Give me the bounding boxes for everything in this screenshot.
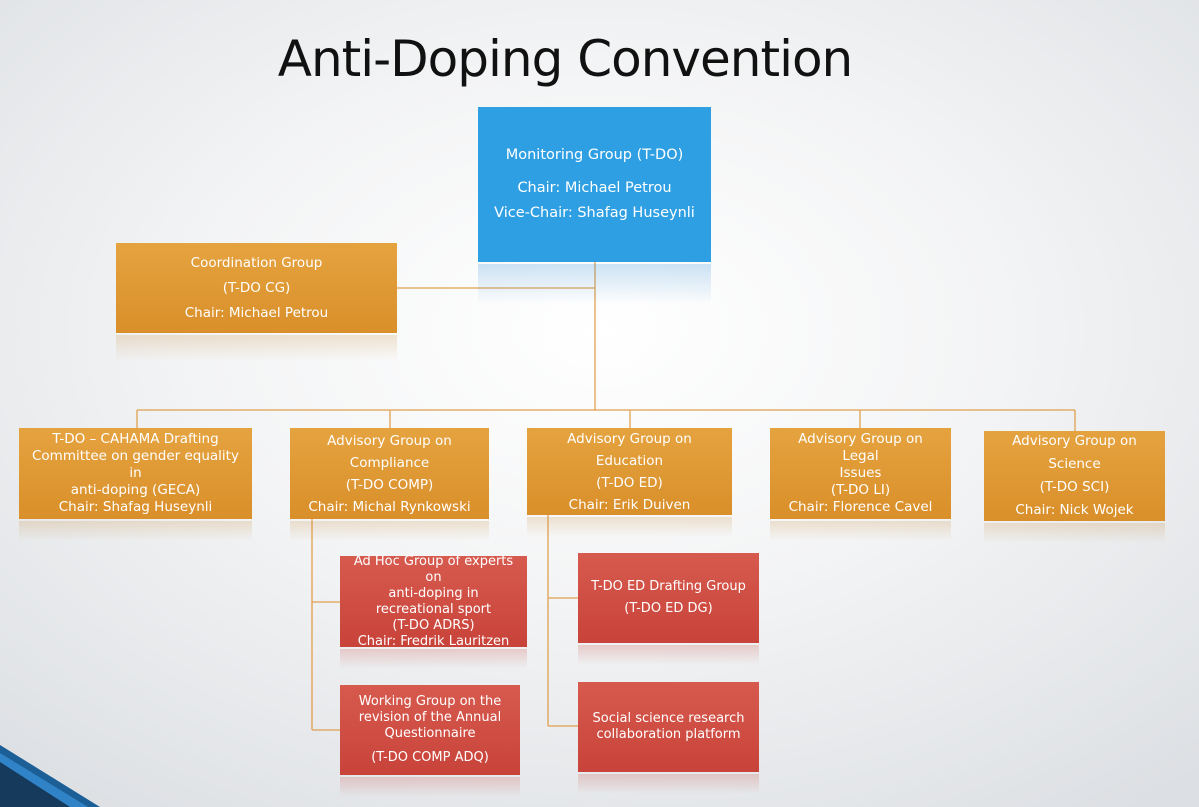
- education-reflection: [527, 517, 732, 537]
- adrs-group-line: recreational sport: [375, 601, 492, 617]
- coordination-group-chair: Chair: Michael Petrou: [184, 304, 329, 321]
- science-group-code: (T-DO SCI): [1039, 479, 1110, 495]
- legal-group-name: Issues: [839, 465, 882, 481]
- monitoring-reflection: [478, 264, 711, 304]
- legal-group-name: Advisory Group on Legal: [798, 431, 923, 464]
- adrs-group-line: Ad Hoc Group of experts on: [353, 553, 514, 585]
- geca-group-line: T-DO – CAHAMA Drafting: [52, 431, 219, 447]
- monitoring-group-box: Monitoring Group (T-DO) Chair: Michael P…: [478, 107, 711, 262]
- education-group-name: Advisory Group on Education: [567, 430, 692, 469]
- research-platform-reflection: [578, 774, 759, 794]
- research-platform-box: Social science research collaboration pl…: [578, 682, 759, 772]
- legal-reflection: [770, 521, 951, 541]
- monitoring-group-name: Monitoring Group (T-DO): [505, 147, 684, 163]
- coordination-group-box: Coordination Group (T-DO CG) Chair: Mich…: [116, 243, 397, 333]
- geca-group-box: T-DO – CAHAMA Drafting Committee on gend…: [19, 428, 252, 519]
- compliance-group-name: Advisory Group on Compliance: [327, 432, 452, 471]
- science-group-name: Advisory Group on Science: [1012, 433, 1137, 472]
- adrs-reflection: [340, 649, 527, 669]
- research-platform-line: Social science research: [592, 711, 745, 726]
- adq-group-line: revision of the Annual: [358, 710, 502, 725]
- adq-group-line: Working Group on the: [358, 694, 502, 709]
- compliance-group-box: Advisory Group on Compliance (T-DO COMP)…: [290, 428, 489, 519]
- ed-dg-group-box: T-DO ED Drafting Group (T-DO ED DG): [578, 553, 759, 643]
- compliance-reflection: [290, 521, 489, 541]
- compliance-group-chair: Chair: Michal Rynkowski: [308, 498, 471, 515]
- monitoring-group-vice-chair: Vice-Chair: Shafag Huseynli: [494, 205, 695, 221]
- geca-group-chair: Chair: Shafag Huseynli: [58, 499, 213, 515]
- ed-dg-reflection: [578, 645, 759, 665]
- coordination-group-name: Coordination Group: [190, 254, 323, 271]
- science-reflection: [984, 523, 1165, 543]
- coordination-group-code: (T-DO CG): [222, 279, 291, 296]
- geca-group-line: Committee on gender equality in: [32, 448, 239, 481]
- adq-reflection: [340, 777, 520, 797]
- legal-group-chair: Chair: Florence Cavel: [788, 499, 933, 515]
- education-group-code: (T-DO ED): [596, 474, 663, 491]
- science-group-box: Advisory Group on Science (T-DO SCI) Cha…: [984, 431, 1165, 521]
- compliance-group-code: (T-DO COMP): [345, 476, 434, 493]
- adrs-group-box: Ad Hoc Group of experts on anti-doping i…: [340, 553, 527, 649]
- legal-group-box: Advisory Group on Legal Issues (T-DO LI)…: [770, 428, 951, 519]
- geca-reflection: [19, 521, 252, 541]
- adq-group-box: Working Group on the revision of the Ann…: [340, 685, 520, 775]
- adq-group-code: (T-DO COMP ADQ): [371, 750, 489, 765]
- adrs-group-chair: Chair: Fredrik Lauritzen: [357, 633, 510, 649]
- coordination-reflection: [116, 335, 397, 361]
- education-group-chair: Chair: Erik Duiven: [568, 496, 691, 513]
- corner-decoration: [0, 745, 100, 807]
- adrs-group-line: (T-DO ADRS): [392, 617, 475, 633]
- science-group-chair: Chair: Nick Wojek: [1015, 502, 1134, 518]
- education-group-box: Advisory Group on Education (T-DO ED) Ch…: [527, 428, 732, 515]
- adrs-group-line: anti-doping in: [388, 585, 479, 601]
- adq-group-line: Questionnaire: [384, 726, 476, 741]
- monitoring-group-chair: Chair: Michael Petrou: [517, 180, 672, 196]
- ed-dg-group-code: (T-DO ED DG): [624, 601, 713, 616]
- geca-group-line: anti-doping (GECA): [70, 482, 201, 498]
- ed-dg-group-name: T-DO ED Drafting Group: [591, 579, 746, 594]
- legal-group-code: (T-DO LI): [830, 482, 891, 498]
- slide-title: Anti-Doping Convention: [277, 30, 853, 88]
- research-platform-line: collaboration platform: [596, 727, 741, 742]
